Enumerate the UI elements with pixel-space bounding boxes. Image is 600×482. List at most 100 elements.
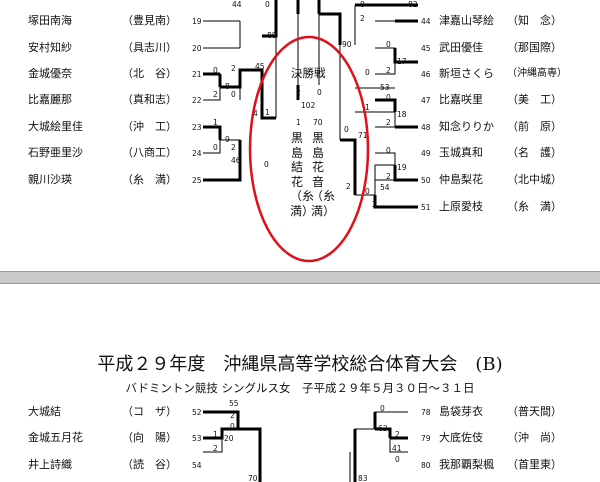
seed-number: 23 xyxy=(192,123,202,132)
score: 0 xyxy=(344,125,349,134)
player-name: 比嘉麗那 xyxy=(28,93,72,106)
seed-number: 50 xyxy=(421,176,431,185)
score: 0 xyxy=(264,160,269,169)
match-number: 44 xyxy=(232,0,242,9)
bracket-page-top: 44 82 0 2 塚田南海 （豊見南） 19 安村知紗 （具志川） 20 金城… xyxy=(0,0,600,272)
final-label: 決勝戦 xyxy=(291,66,326,80)
player-name: 玉城真和 xyxy=(439,146,483,159)
player-school: （北 谷） xyxy=(122,67,177,80)
seed-number: 51 xyxy=(421,203,431,212)
score: 2 xyxy=(213,90,218,99)
score: 1 xyxy=(213,118,218,127)
score: 2 xyxy=(372,200,377,209)
player-school: （名 護） xyxy=(507,146,562,159)
final-score-left: 2 xyxy=(296,88,301,97)
match-number: 53 xyxy=(380,83,390,92)
score: 2 xyxy=(346,182,351,191)
score: 2 xyxy=(386,118,391,127)
player-school: （知 念） xyxy=(507,14,562,27)
match-number: 63 xyxy=(378,424,388,433)
player-name: 金城優奈 xyxy=(28,67,72,80)
seed-number: 20 xyxy=(192,44,202,53)
match-number: 41 xyxy=(392,444,402,453)
match-number: 90 xyxy=(342,40,352,49)
match-number: 45 xyxy=(255,62,265,71)
final-seed-left: 1 xyxy=(296,118,301,127)
player-name: 大底佐伎 xyxy=(439,431,483,444)
score: 0 xyxy=(360,0,365,9)
player-school: （美 工） xyxy=(507,93,562,106)
score: 0 xyxy=(395,455,400,464)
score: 0 xyxy=(213,143,218,152)
seed-number: 47 xyxy=(421,96,431,105)
match-number: 19 xyxy=(397,163,407,172)
player-school: （沖縄高専） xyxy=(507,68,567,79)
player-school: （コ ザ） xyxy=(122,405,177,418)
score: 0 xyxy=(231,90,236,99)
seed-number: 53 xyxy=(192,434,202,443)
score: 1 xyxy=(213,430,218,439)
score: 0 xyxy=(365,68,370,77)
player-school: （真和志） xyxy=(122,93,177,106)
player-name: 島袋芽衣 xyxy=(439,405,483,418)
score: 2 xyxy=(360,14,365,23)
player-name: 比嘉咲里 xyxy=(439,93,483,106)
score: 0 xyxy=(386,40,391,49)
score: 0 xyxy=(265,0,270,9)
score: 4 xyxy=(253,109,258,118)
score: 2 xyxy=(386,66,391,75)
player-school: （沖 尚） xyxy=(507,431,562,444)
seed-number: 82 xyxy=(408,0,418,9)
match-number: 20 xyxy=(224,434,234,443)
player-name: 安村知紗 xyxy=(28,41,72,54)
match-number: 70 xyxy=(248,474,258,482)
score: 1 xyxy=(265,108,270,117)
player-school: （首里東） xyxy=(507,458,562,471)
document-subtitle: バドミントン競技 シングルス女 子平成２９年５月３０日～３１日 xyxy=(125,381,475,395)
match-number: 55 xyxy=(229,399,239,408)
final-score-right: 0 xyxy=(317,88,322,97)
seed-number: 48 xyxy=(421,123,431,132)
seed-number: 24 xyxy=(192,149,202,158)
player-name: 親川沙瑛 xyxy=(28,173,72,186)
player-school: （向 陽） xyxy=(122,431,177,444)
final-seed-right: 70 xyxy=(313,118,323,127)
final-match-number: 102 xyxy=(301,101,316,110)
player-name: 武田優佳 xyxy=(439,41,483,54)
match-number: 88 xyxy=(267,31,277,40)
score: 2 xyxy=(395,430,400,439)
score: 0 xyxy=(365,187,370,196)
match-number: 46 xyxy=(231,156,241,165)
score: 0 xyxy=(380,404,385,413)
seed-number: 19 xyxy=(192,17,202,26)
bracket-lines-top xyxy=(203,0,418,263)
score: 2 xyxy=(230,411,235,420)
score: 2 xyxy=(386,172,391,181)
player-name: 大城絵里佳 xyxy=(28,120,83,133)
seed-number: 54 xyxy=(192,461,202,470)
match-number: 8 xyxy=(225,82,230,91)
player-school: （豊見南） xyxy=(122,14,177,27)
bracket-lines-bottom xyxy=(203,410,408,482)
seed-number: 25 xyxy=(192,176,202,185)
match-number: 9 xyxy=(225,135,230,144)
seed-number: 21 xyxy=(192,70,202,79)
player-school: （前 原） xyxy=(507,120,562,133)
player-name: 井上詩織 xyxy=(28,458,72,471)
seed-number: 80 xyxy=(421,461,431,470)
player-name: 塚田南海 xyxy=(28,14,72,27)
finalist-left: 黒島結花（糸満） xyxy=(290,131,315,218)
player-name: 我那覇梨楓 xyxy=(439,458,494,471)
player-name: 津嘉山琴絵 xyxy=(439,14,494,27)
score: 0 xyxy=(386,93,391,102)
player-school: （普天間） xyxy=(507,405,562,418)
player-name: 知念りりか xyxy=(439,120,494,133)
player-name: 仲島梨花 xyxy=(439,173,483,186)
document-title: 平成２９年度 沖縄県高等学校総合体育大会 (B) xyxy=(97,354,503,375)
score: 0 xyxy=(213,66,218,75)
player-name: 大城結 xyxy=(28,405,61,418)
player-name: 金城五月花 xyxy=(28,431,83,444)
player-school: （那国際） xyxy=(507,41,562,54)
seed-number: 45 xyxy=(421,44,431,53)
score: 2 xyxy=(213,444,218,453)
